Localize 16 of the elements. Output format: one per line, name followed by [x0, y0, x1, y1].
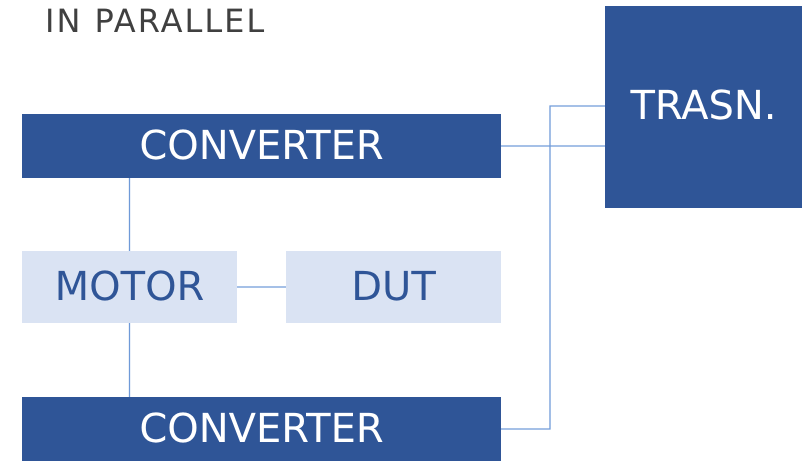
connector-line	[501, 145, 605, 147]
transformer-box	[605, 6, 802, 208]
process-box	[286, 251, 501, 323]
node-label: CONVERTER	[139, 126, 384, 166]
connector-line	[501, 105, 605, 430]
node-label: CONVERTER	[139, 409, 384, 449]
connector-line	[128, 323, 130, 397]
node-label: DUT	[351, 267, 436, 307]
converter-box	[22, 397, 501, 461]
connector-line	[237, 286, 286, 288]
node-label: MOTOR	[54, 267, 204, 307]
node-label: TRASN.	[630, 86, 776, 126]
diagram-title: IN PARALLEL	[45, 2, 266, 40]
motor-box	[22, 251, 237, 323]
connector-line	[128, 178, 130, 251]
converter-box	[22, 114, 501, 178]
